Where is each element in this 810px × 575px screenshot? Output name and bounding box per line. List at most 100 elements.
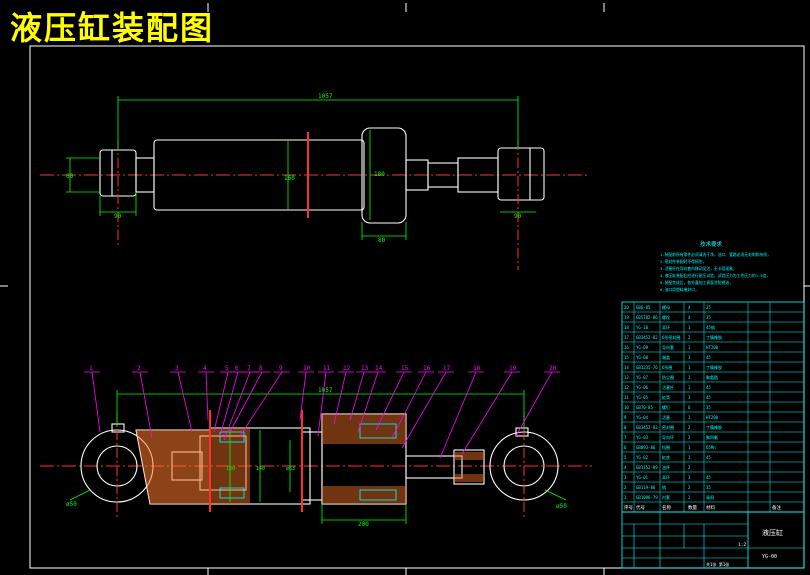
bom-cell: 销	[662, 484, 666, 490]
bom-cell: 4	[688, 315, 691, 320]
bom-cell: 丁腈橡胶	[706, 334, 722, 340]
balloon-label: 17	[443, 365, 451, 372]
bom-cell: 耳环	[662, 325, 670, 330]
bom-cell: 19	[624, 315, 629, 320]
balloon-label: 15	[401, 365, 409, 372]
bom-cell: YG-05	[636, 395, 649, 400]
title-block-name: 液压缸	[762, 528, 783, 537]
balloon-label: 18	[473, 365, 481, 372]
bom-cell: GB1152-89	[636, 465, 658, 470]
bom-cell: 导向环	[662, 434, 674, 440]
bom-cell: GB893-86	[636, 445, 656, 450]
top-dim-left-eye: 90	[114, 213, 122, 220]
sec-dim-d2: 140	[256, 466, 265, 472]
bom-cell: 13	[624, 375, 629, 380]
bom-cell: YG-03	[636, 435, 649, 440]
bom-cell: 7	[624, 435, 627, 440]
balloon-label: 4	[203, 365, 207, 372]
bom-cell: 1	[688, 345, 691, 350]
bom-cell: 缸筒	[662, 394, 670, 400]
sec-dim-d1: 100	[226, 466, 235, 472]
bom-cell: 18	[624, 325, 629, 330]
bom-cell: 1	[688, 415, 691, 420]
bom-cell: 8	[624, 425, 627, 430]
bom-header-cell: 代号	[636, 504, 645, 511]
bom-cell: 6	[688, 405, 691, 410]
bom-header-cell: 数量	[688, 504, 697, 511]
top-view: 1057 90 90 80 60 160 180	[40, 93, 588, 270]
bom-cell: O形密封圈	[662, 334, 680, 340]
sec-dim-pin-right: ø50	[556, 503, 567, 510]
section-view: 1057 200 100 140 ø63 ø50 ø50	[40, 387, 592, 528]
tech-note-line: 6.油口用塑料堵封口，	[660, 287, 699, 292]
bom-cell: YG-09	[636, 345, 649, 350]
bom-cell: 2	[688, 425, 691, 430]
bom-cell: 45	[706, 475, 711, 480]
bom-cell: YG-04	[636, 415, 649, 420]
balloon-label: 5	[225, 365, 229, 372]
title-block-drawing-no: YG-00	[762, 554, 777, 560]
bom-cell: HT200	[706, 345, 719, 350]
bom-header-cell: 材料	[706, 504, 715, 511]
bom-cell: 密封圈	[662, 424, 674, 430]
bom-cell: 4	[688, 305, 691, 310]
bom-cell: 35	[706, 485, 711, 490]
balloon-label: 1	[89, 365, 93, 372]
bom-cell: 活塞	[662, 414, 670, 420]
bom-cell: 挡圈	[662, 444, 670, 450]
bom-cell: 16	[624, 345, 629, 350]
bom-cell: HT200	[706, 415, 719, 420]
bom-cell: 2	[624, 485, 627, 490]
bom-cell: GB1096-79	[636, 495, 658, 500]
top-dim-bore: 160	[284, 175, 295, 182]
tech-note-line: 1.装配前所有零件必须清洗干净，油口、管路必须无毛刺和杂质，	[660, 252, 771, 257]
bom-header-cell: 名称	[662, 504, 671, 511]
bom-cell: 聚四氟	[706, 434, 718, 440]
bom-cell: YG-06	[636, 385, 649, 390]
bom-cell: 丁腈橡胶	[706, 424, 722, 430]
bom-cell: 衬套	[662, 494, 670, 500]
bom-cell: GB3452-82	[636, 425, 658, 430]
bom-cell: 9	[624, 415, 627, 420]
tech-notes-heading: 技术要求	[700, 240, 723, 248]
bom-cell: 2	[688, 495, 691, 500]
top-dim-height: 60	[66, 173, 74, 180]
bom-cell: 1	[688, 445, 691, 450]
bom-cell: 1	[688, 475, 691, 480]
bom-cell: 油杯	[662, 464, 670, 470]
bom-cell: 35	[706, 315, 711, 320]
bom-cell: 2	[688, 465, 691, 470]
bom-cell: YG-07	[636, 375, 649, 380]
bom-cell: 11	[624, 395, 629, 400]
balloon-label: 2	[137, 365, 141, 372]
bom-cell: 45	[706, 395, 711, 400]
drawing-title: 液压缸装配图	[10, 9, 215, 47]
balloon-label: 14	[375, 365, 383, 372]
bom-cell: 15	[624, 355, 629, 360]
bom-cell: 螺母	[662, 304, 670, 310]
bom-cell: 螺钉	[662, 404, 670, 410]
bom-cell: GB3452-82	[636, 335, 658, 340]
bom-cell: 缸底	[662, 454, 670, 460]
bom-cell: 2	[688, 485, 691, 490]
top-dim-overall: 1057	[318, 93, 333, 100]
bom-cell: 45	[706, 455, 711, 460]
bom-cell: 6	[624, 445, 627, 450]
bom-cell: GB1235-76	[636, 365, 658, 370]
top-dim-flange-dia: 180	[374, 171, 385, 178]
bom-cell: GB119-86	[636, 485, 656, 490]
bom-cell: 1	[688, 395, 691, 400]
balloon-label: 16	[423, 365, 431, 372]
bom-cell: 1	[688, 365, 691, 370]
bom-cell: GB70-85	[636, 405, 653, 410]
bom-cell: GB6-85	[636, 305, 651, 310]
balloon-label: 12	[343, 365, 351, 372]
bom-cell: YG-02	[636, 455, 649, 460]
bom-cell: 45	[706, 385, 711, 390]
tech-note-line: 5.装配完成后，各外露加工表面涂防锈油，	[660, 280, 733, 285]
bom-cell: 12	[624, 385, 629, 390]
bom-cell: YG-10	[636, 325, 649, 330]
title-block: 液压缸 YG-00 1:2 共1张 第1张	[621, 511, 805, 569]
